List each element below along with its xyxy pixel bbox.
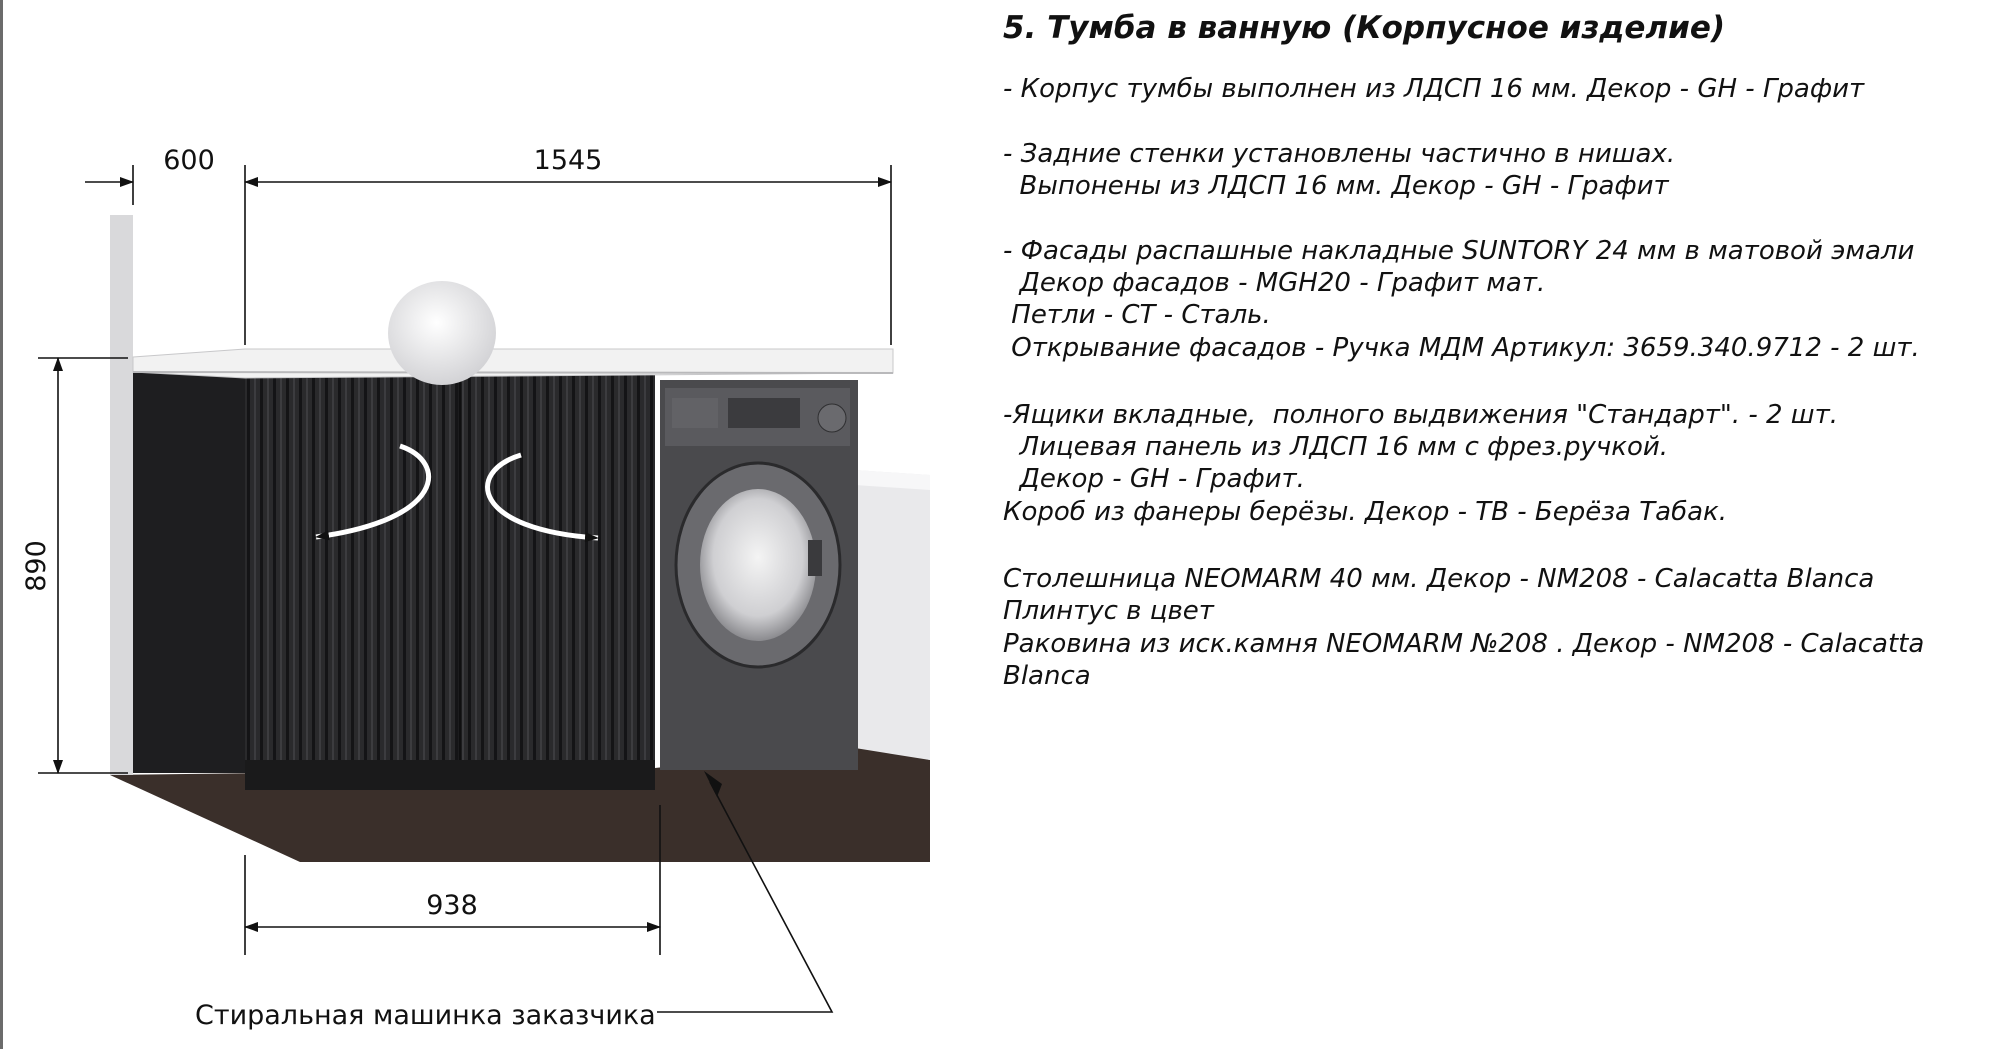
spec-line: Раковина из иск.камня NEOMARM №208 . Дек… (1003, 629, 1925, 659)
door-open-arrow-right (485, 452, 599, 543)
spec-line: - Фасады распашные накладные SUNTORY 24 … (1003, 236, 1915, 266)
spec-line: Плинтус в цвет (1003, 596, 1214, 626)
callout-arrowhead (704, 771, 722, 797)
cabinet-drawing: 600 1545 890 938 Стиральная машинка зака… (21, 145, 930, 1031)
cabinet-fluted-facade (245, 373, 655, 773)
dim-label-890: 890 (21, 540, 52, 592)
page-left-border (0, 0, 3, 1049)
spec-line: Открывание фасадов - Ручка МДМ Артикул: … (1003, 333, 1920, 363)
washer-display (728, 398, 800, 428)
spec-line: Лицевая панель из ЛДСП 16 мм с фрез.ручк… (1003, 432, 1669, 462)
sink-bowl (388, 281, 496, 385)
washer-program-knob (817, 403, 847, 433)
washer-door-glass (700, 489, 816, 641)
bathtub-rim (855, 470, 930, 490)
dim-label-1545: 1545 (534, 145, 603, 176)
spec-line: Столешница NEOMARM 40 мм. Декор - NM208 … (1003, 564, 1875, 594)
callout-leader (657, 781, 834, 1013)
spec-line: Выпонены из ЛДСП 16 мм. Декор - GH - Гра… (1003, 171, 1669, 201)
door-open-arrow-left (315, 443, 432, 541)
bathtub (855, 470, 930, 760)
dim-label-600: 600 (163, 145, 215, 176)
spec-line: Декор - GH - Графит. (1003, 464, 1305, 494)
cabinet-plinth (245, 760, 655, 790)
cabinet-body (133, 373, 245, 773)
spec-line: Петли - CT - Сталь. (1003, 300, 1271, 330)
countertop-edge (132, 371, 894, 374)
side-wall (110, 215, 133, 775)
spec-line: - Корпус тумбы выполнен из ЛДСП 16 мм. Д… (1003, 74, 1865, 104)
spec-line: - Задние стенки установлены частично в н… (1003, 139, 1676, 169)
spec-line: Короб из фанеры берёзы. Декор - TB - Бер… (1003, 497, 1728, 527)
dim-label-938: 938 (426, 890, 478, 921)
spec-line: Blanca (1003, 661, 1091, 691)
washer-detergent-drawer (672, 398, 718, 428)
washer-callout-label: Стиральная машинка заказчика (195, 1000, 656, 1031)
spec-title: 5. Тумба в ванную (Корпусное изделие) (1003, 10, 1726, 46)
spec-line: Декор фасадов - MGH20 - Графит мат. (1003, 268, 1546, 298)
washer-door-handle (808, 540, 822, 576)
spec-line: -Ящики вкладные, полного выдвижения "Ста… (1003, 400, 1838, 430)
